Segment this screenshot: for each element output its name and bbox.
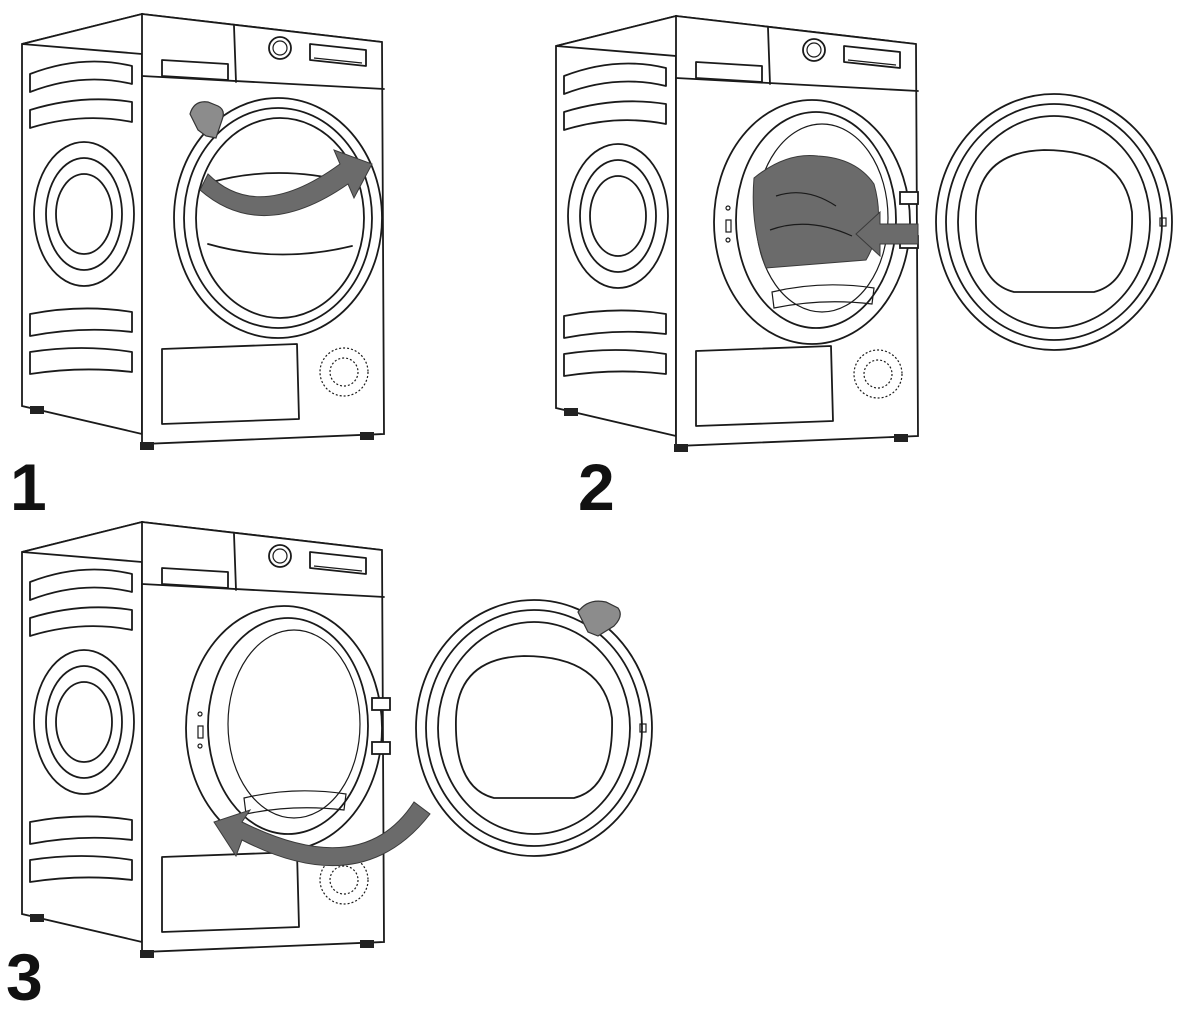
hand-icon bbox=[189, 101, 224, 139]
close-arrow-icon bbox=[213, 801, 431, 867]
step-1-illustration bbox=[21, 13, 385, 451]
insert-arrow-icon bbox=[855, 210, 919, 258]
laundry-icon bbox=[752, 154, 879, 269]
step-1-number: 1 bbox=[10, 450, 47, 524]
step-3-number: 3 bbox=[6, 940, 43, 1012]
rotate-arrow-icon bbox=[199, 149, 373, 216]
step-3-illustration bbox=[21, 521, 653, 959]
hand-icon bbox=[577, 600, 621, 637]
step-2-number: 2 bbox=[578, 450, 615, 524]
step-2-illustration bbox=[555, 15, 1173, 453]
